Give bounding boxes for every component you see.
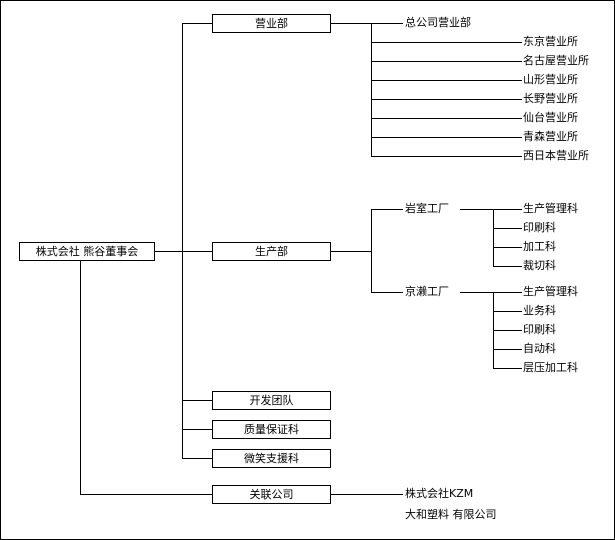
f2-section-4: 自动科 <box>523 342 556 355</box>
support-label: 微笑支援科 <box>244 452 299 465</box>
f1-section-1: 生产管理科 <box>523 202 578 215</box>
f2-section-5: 层压加工科 <box>523 361 578 374</box>
affiliates-box: 关联公司 <box>212 485 331 504</box>
affiliates-label: 关联公司 <box>249 488 294 501</box>
sales-office-6: 青森营业所 <box>523 130 578 143</box>
affiliate-company-2: 大和塑料 有限公司 <box>405 508 497 521</box>
f1-section-3: 加工科 <box>523 240 556 253</box>
sales-head-label: 总公司营业部 <box>405 16 471 30</box>
dev-team-label: 开发团队 <box>249 394 294 407</box>
f2-section-1: 生产管理科 <box>523 285 578 298</box>
f2-section-3: 印刷科 <box>523 323 556 336</box>
production-dept-box: 生产部 <box>212 242 331 261</box>
root-box: 株式会社 熊谷董事会 <box>19 242 155 261</box>
sales-dept-label: 营业部 <box>255 17 288 30</box>
sales-office-2: 名古屋营业所 <box>523 54 589 67</box>
sales-office-7: 西日本营业所 <box>523 149 589 162</box>
quality-box: 质量保证科 <box>212 420 331 439</box>
sales-dept-box: 营业部 <box>212 14 331 33</box>
sales-office-5: 仙台营业所 <box>523 111 578 124</box>
f2-section-2: 业务科 <box>523 304 556 317</box>
affiliate-company-1: 株式会社KZM <box>405 487 474 501</box>
root-label: 株式会社 熊谷董事会 <box>35 245 139 258</box>
factory-1-label: 岩室工厂 <box>405 202 449 216</box>
production-dept-label: 生产部 <box>255 245 288 258</box>
dev-team-box: 开发团队 <box>212 391 331 410</box>
factory-2-label: 京濑工厂 <box>405 285 449 299</box>
support-box: 微笑支援科 <box>212 449 331 468</box>
f1-section-2: 印刷科 <box>523 221 556 234</box>
sales-office-3: 山形营业所 <box>523 73 578 86</box>
sales-office-1: 东京营业所 <box>523 35 578 48</box>
sales-office-4: 长野营业所 <box>523 92 578 105</box>
f1-section-4: 裁切科 <box>523 259 556 272</box>
quality-label: 质量保证科 <box>244 423 299 436</box>
